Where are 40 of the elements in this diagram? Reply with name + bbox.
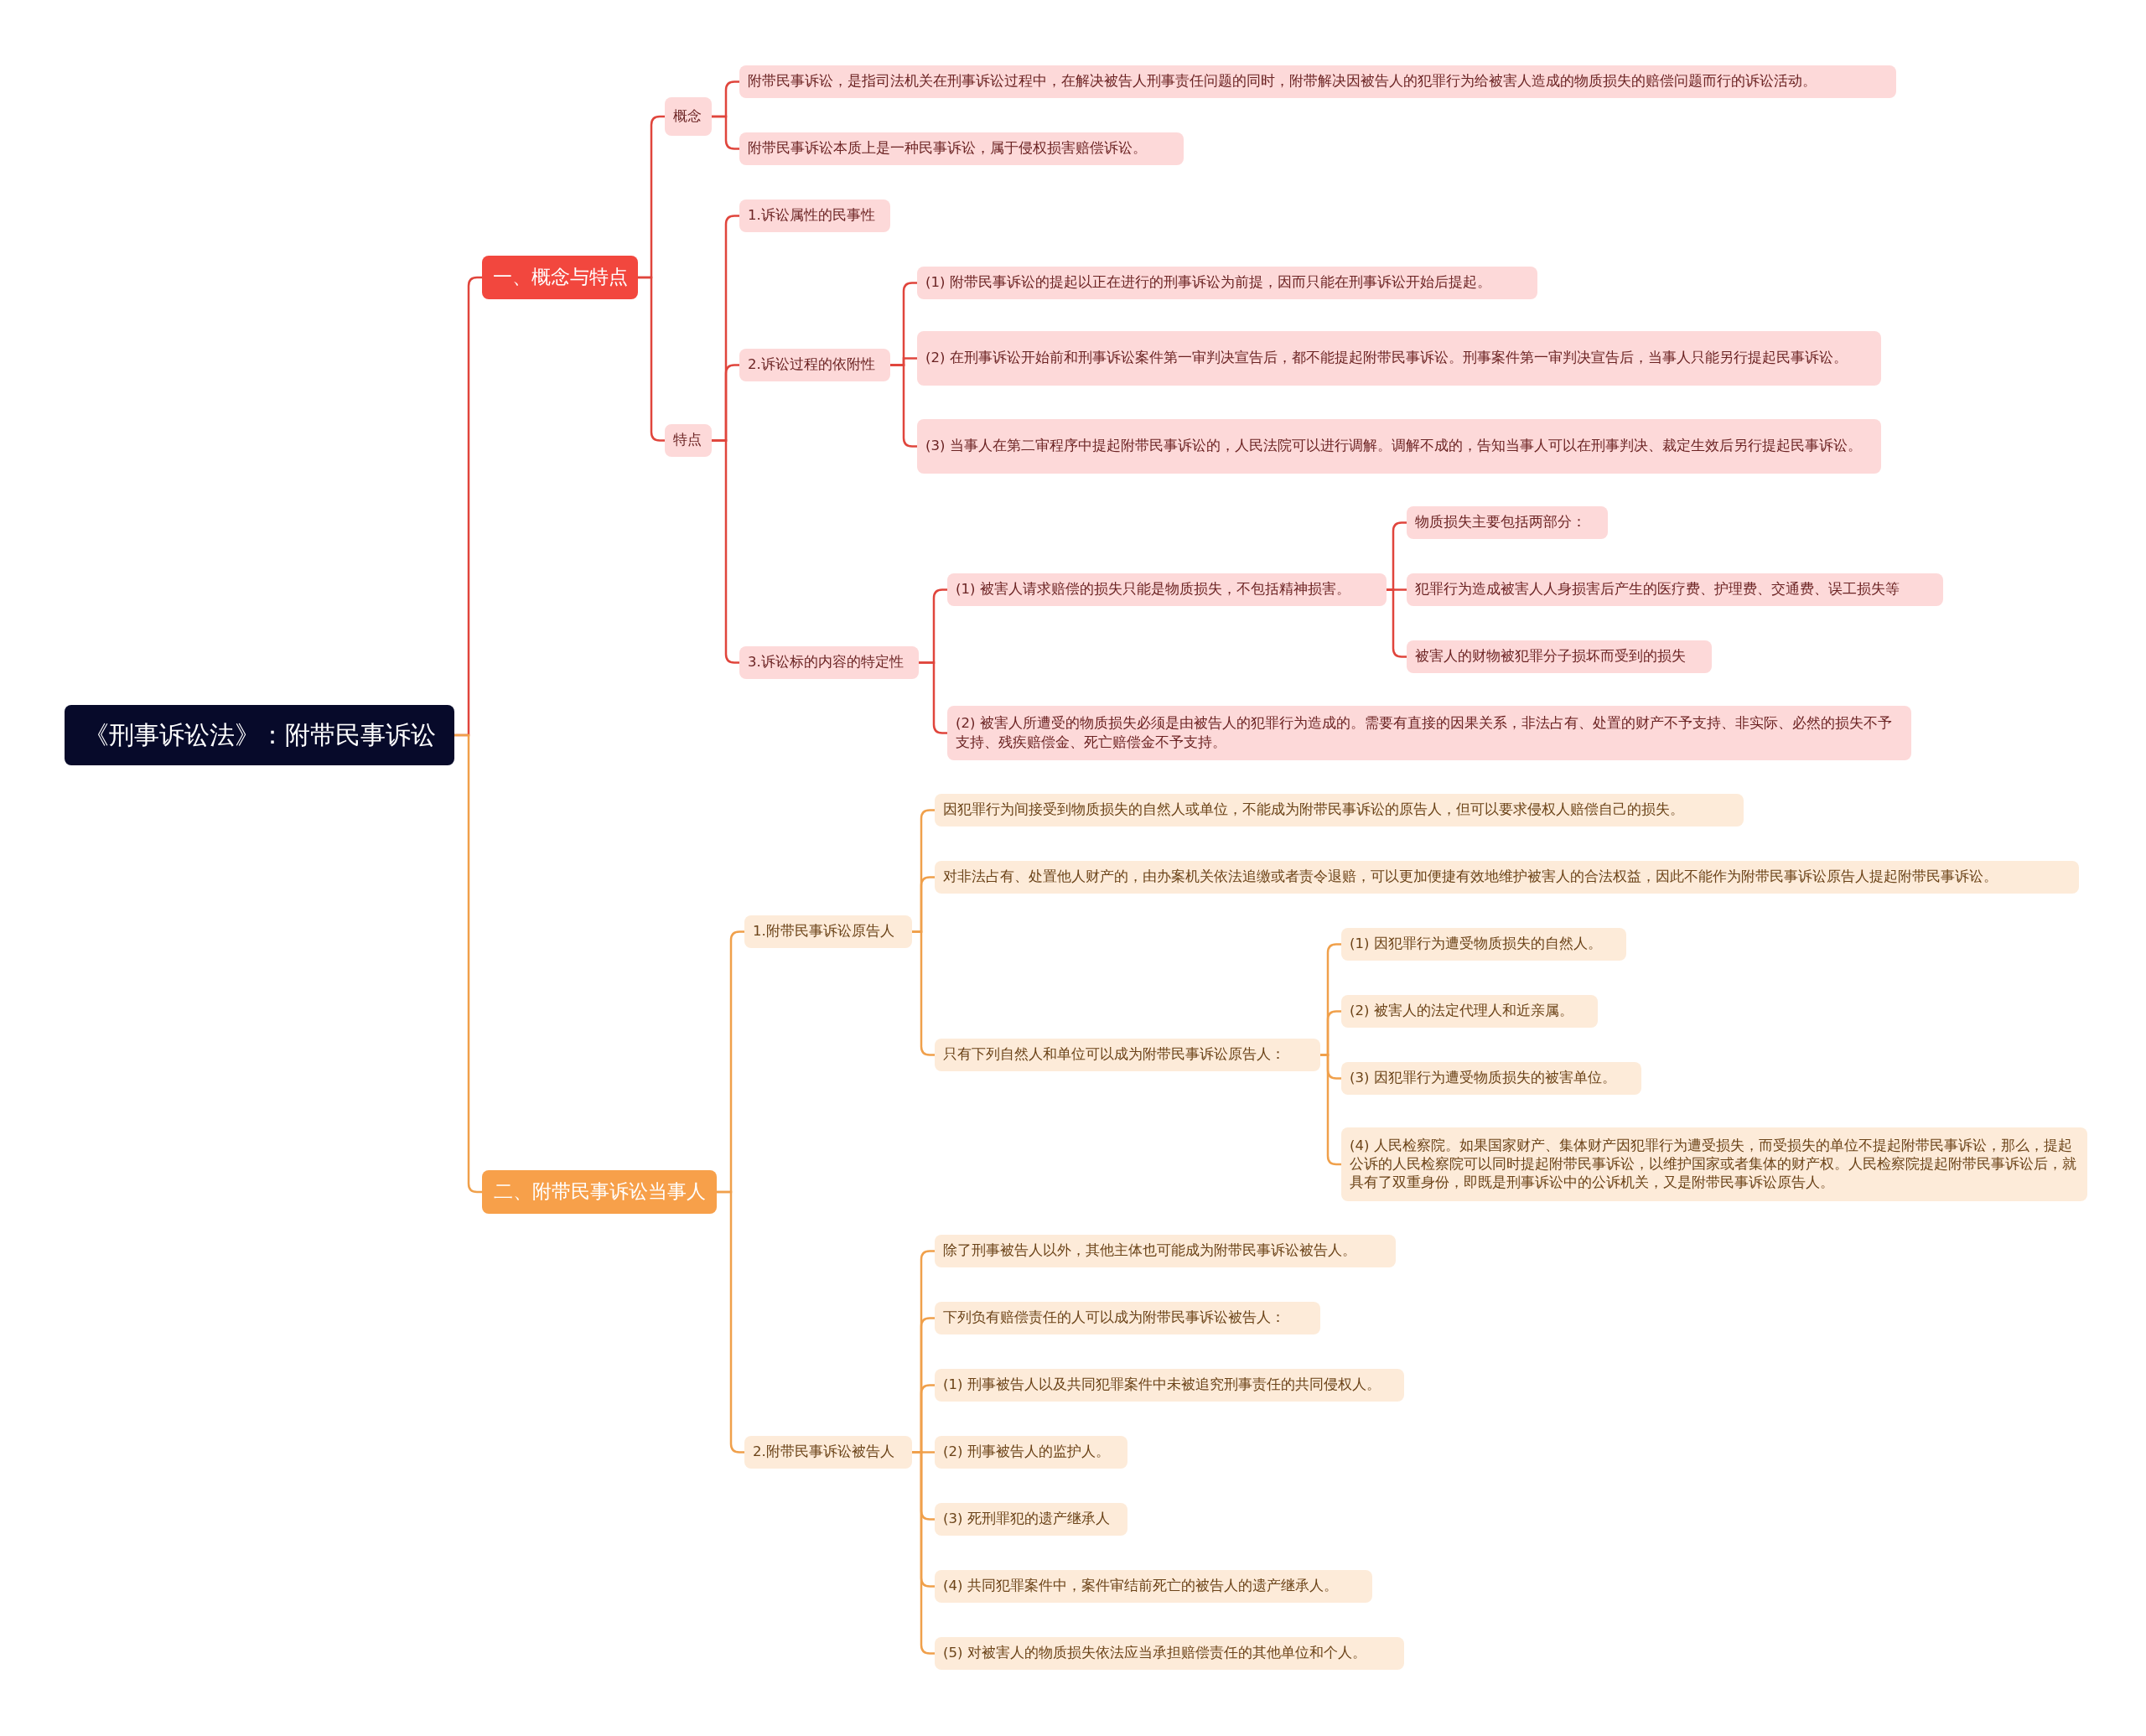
connector <box>1387 588 1407 658</box>
topic-box: (2) 在刑事诉讼开始前和刑事诉讼案件第一审判决宣告后，都不能提起附带民事诉讼。刑事案件第一审判决宣告后，当事人只能另行提起民事诉讼。 <box>917 331 1881 386</box>
topic-box: 2.诉讼过程的依附性 <box>739 349 890 381</box>
topic-box: 只有下列自然人和单位可以成为附带民事诉讼原告人： <box>935 1039 1320 1071</box>
topic-box: (3) 死刑罪犯的遗产继承人 <box>935 1503 1127 1536</box>
connector <box>712 439 739 664</box>
topic-box: (2) 被害人的法定代理人和近亲属。 <box>1341 995 1598 1028</box>
connector <box>638 276 665 442</box>
connector <box>712 115 739 150</box>
topic-box: (4) 共同犯罪案件中，案件审结前死亡的被告人的遗产继承人。 <box>935 1570 1372 1603</box>
topic-box: 特点 <box>665 424 712 457</box>
topic-box: 概念 <box>665 97 712 136</box>
topic-box: (1) 被害人请求赔偿的损失只能是物质损失，不包括精神损害。 <box>947 573 1387 606</box>
topic-box: 1.附带民事诉讼原告人 <box>744 915 912 948</box>
topic-box: 1.诉讼属性的民事性 <box>739 200 890 232</box>
topic-box: (1) 附带民事诉讼的提起以正在进行的刑事诉讼为前提，因而只能在刑事诉讼开始后提起。 <box>917 267 1537 299</box>
topic-box: 2.附带民事诉讼被告人 <box>744 1436 912 1469</box>
connector <box>919 661 947 734</box>
topic-box: 附带民事诉讼本质上是一种民事诉讼，属于侵权损害赔偿诉讼。 <box>739 132 1184 165</box>
branch-topic: 二、附带民事诉讼当事人 <box>482 1170 717 1214</box>
root-topic: 《刑事诉讼法》：附带民事诉讼 <box>65 705 454 765</box>
topic-box: 犯罪行为造成被害人人身损害后产生的医疗费、护理费、交通费、误工损失等 <box>1407 573 1943 606</box>
topic-box: 被害人的财物被犯罪分子损坏而受到的损失 <box>1407 640 1712 673</box>
topic-box: (4) 人民检察院。如果国家财产、集体财产因犯罪行为遭受损失，而受损失的单位不提起附带民事诉讼，那么，提起公诉的人民检察院可以同时提起附带民事诉讼，以维护国家或者集体的财产权。人民检察院提起附带民事诉讼后，就具有了双重身份，即既是刑事诉讼中的公诉机关，又是附带民事诉讼原告人。 <box>1341 1127 2087 1201</box>
connector <box>890 364 917 448</box>
topic-box: 附带民事诉讼，是指司法机关在刑事诉讼过程中，在解决被告人刑事责任问题的同时，附带解决因被告人的犯罪行为给被害人造成的物质损失的赔偿问题而行的诉讼活动。 <box>739 65 1896 98</box>
branch-topic: 一、概念与特点 <box>482 256 638 299</box>
topic-box: 因犯罪行为间接受到物质损失的自然人或单位，不能成为附带民事诉讼的原告人，但可以要求侵权人赔偿自己的损失。 <box>935 794 1744 827</box>
topic-box: (1) 刑事被告人以及共同犯罪案件中未被追究刑事责任的共同侵权人。 <box>935 1369 1404 1402</box>
topic-box: (2) 刑事被告人的监护人。 <box>935 1436 1127 1469</box>
topic-box: 对非法占有、处置他人财产的，由办案机关依法追缴或者责令退赔，可以更加便捷有效地维护被害人的合法权益，因此不能作为附带民事诉讼原告人提起附带民事诉讼。 <box>935 861 2079 894</box>
topic-box: (3) 因犯罪行为遭受物质损失的被害单位。 <box>1341 1062 1641 1095</box>
topic-box: (3) 当事人在第二审程序中提起附带民事诉讼的，人民法院可以进行调解。调解不成的，告知当事人可以在刑事判决、裁定生效后另行提起民事诉讼。 <box>917 419 1881 474</box>
topic-box: 除了刑事被告人以外，其他主体也可能成为附带民事诉讼被告人。 <box>935 1235 1396 1267</box>
topic-box: 3.诉讼标的内容的特定性 <box>739 646 919 679</box>
topic-box: (2) 被害人所遭受的物质损失必须是由被告人的犯罪行为造成的。需要有直接的因果关系，非法占有、处置的财产不予支持、非实际、必然的损失不予支持、残疾赔偿金、死亡赔偿金不予支持。 <box>947 706 1911 760</box>
topic-box: (5) 对被害人的物质损失依法应当承担赔偿责任的其他单位和个人。 <box>935 1637 1404 1670</box>
topic-box: (1) 因犯罪行为遭受物质损失的自然人。 <box>1341 928 1626 961</box>
topic-box: 下列负有赔偿责任的人可以成为附带民事诉讼被告人： <box>935 1302 1320 1334</box>
topic-box: 物质损失主要包括两部分： <box>1407 506 1608 539</box>
